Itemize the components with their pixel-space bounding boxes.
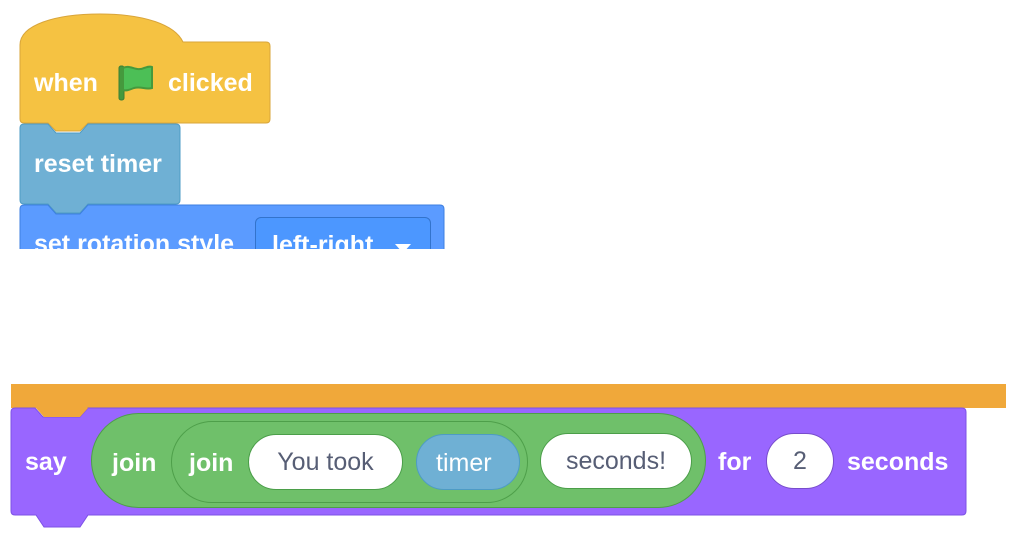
seconds-label: seconds (847, 448, 949, 476)
rotation-style-label: set rotation style (34, 230, 235, 250)
seconds-number-input[interactable]: 2 (766, 433, 834, 489)
rotation-block-shape (19, 204, 445, 249)
for-label: for (718, 448, 752, 476)
timer-label: timer (436, 449, 492, 477)
when-label: when (34, 69, 98, 97)
outer-join-label: join (112, 449, 157, 477)
you-took-input[interactable]: You took (248, 434, 403, 490)
green-flag-icon (116, 64, 156, 104)
set-rotation-style-block[interactable]: set rotation style left-right (0, 0, 460, 249)
when-flag-clicked-block[interactable]: when clicked (0, 0, 280, 132)
reset-timer-shape (19, 123, 181, 214)
say-label: say (25, 448, 67, 476)
outer-join-reporter[interactable]: join join You took timer seconds! (91, 413, 706, 508)
say-for-seconds-block[interactable]: say join join You took timer seconds! fo… (0, 380, 1012, 555)
inner-join-reporter[interactable]: join You took timer (171, 421, 528, 503)
dropdown-arrow-icon (394, 242, 412, 249)
top-script: when clicked reset timer set rotation st… (0, 0, 1012, 249)
rotation-dropdown-value: left-right (272, 231, 374, 250)
reset-timer-block[interactable]: reset timer (0, 0, 200, 220)
clicked-label: clicked (168, 69, 253, 97)
inner-join-label: join (189, 449, 234, 477)
reset-timer-label: reset timer (34, 150, 162, 178)
rotation-style-dropdown[interactable]: left-right (255, 217, 431, 249)
control-block-arm[interactable] (11, 384, 1006, 408)
timer-reporter[interactable]: timer (416, 434, 520, 490)
seconds-text-input[interactable]: seconds! (540, 433, 692, 489)
